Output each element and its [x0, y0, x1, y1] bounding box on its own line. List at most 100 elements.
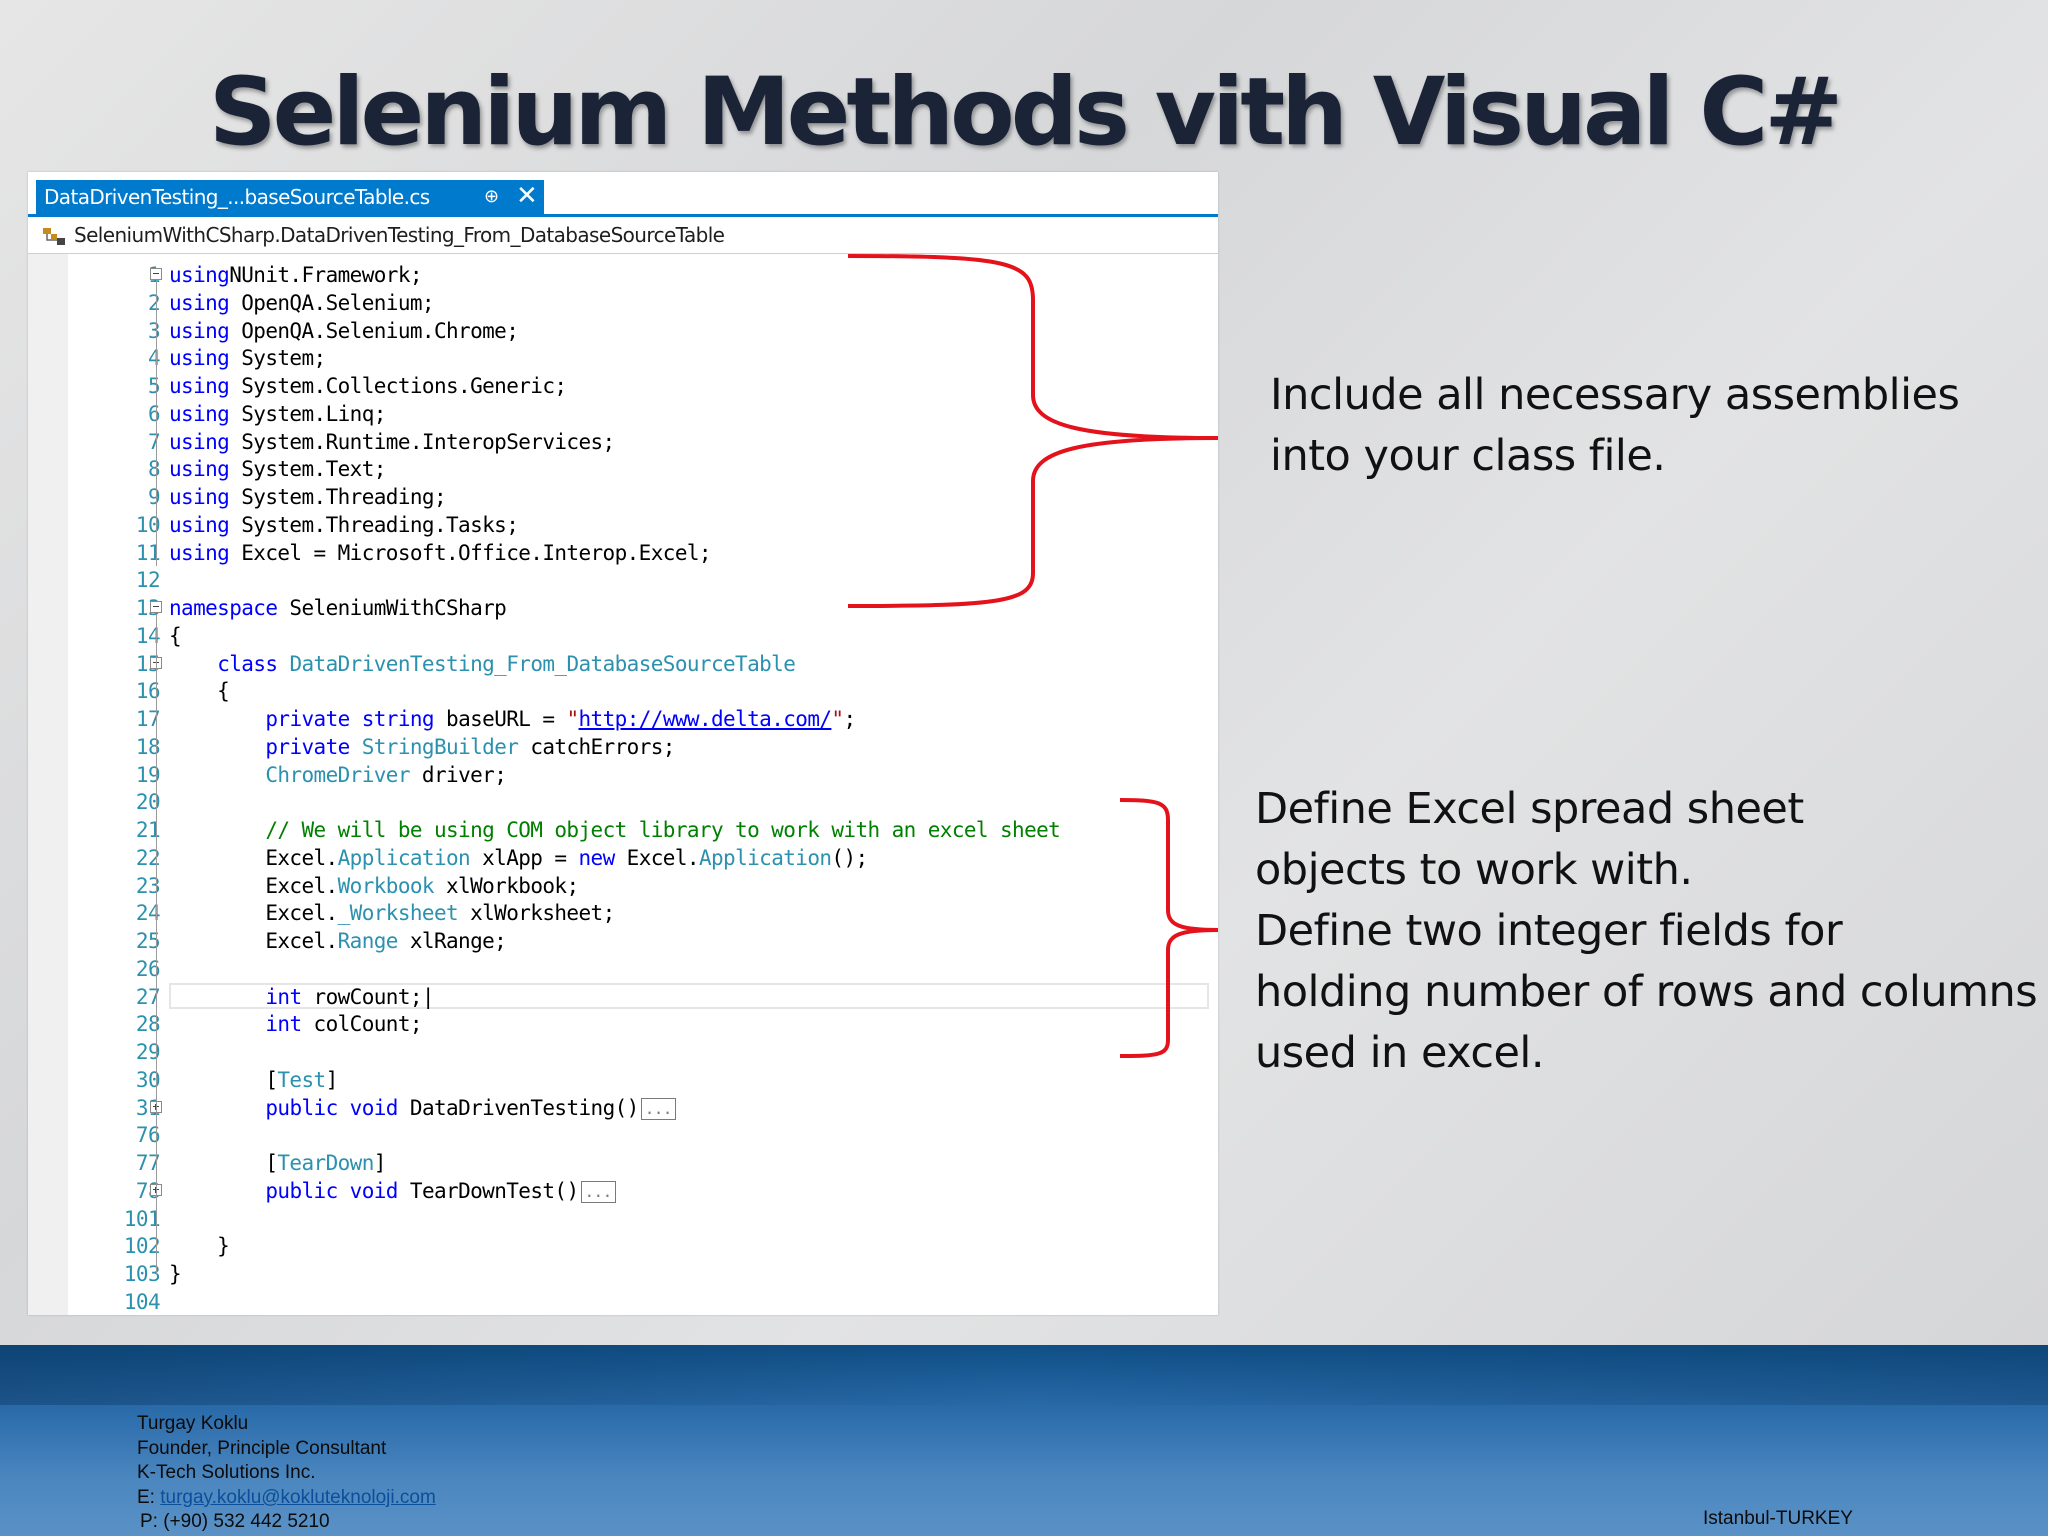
collapsed-region-button[interactable]: ...: [640, 1097, 676, 1120]
code-line[interactable]: 101: [28, 1205, 1218, 1233]
line-number: 12: [135, 568, 161, 593]
code-line[interactable]: 102 }: [28, 1232, 1218, 1260]
code-text: using System.Text;: [169, 455, 386, 483]
pin-icon[interactable]: ⊕: [484, 186, 499, 207]
code-line[interactable]: 30 [Test]: [28, 1066, 1218, 1094]
code-line[interactable]: 22 Excel.Application xlApp = new Excel.A…: [28, 844, 1218, 872]
code-line[interactable]: 27 int rowCount;|: [28, 982, 1218, 1011]
nav-class-label: SeleniumWithCSharp.DataDrivenTesting_Fro…: [74, 223, 725, 247]
close-icon[interactable]: ✕: [516, 181, 538, 211]
code-token: NUnit.Framework;: [229, 263, 422, 287]
code-line[interactable]: 76: [28, 1121, 1218, 1149]
line-number: 23: [135, 873, 161, 898]
code-editor[interactable]: DataDrivenTesting_...baseSourceTable.cs …: [28, 172, 1218, 1315]
collapse-icon[interactable]: [150, 601, 162, 613]
code-text: int rowCount;|: [169, 983, 434, 1011]
code-token: TearDown: [277, 1151, 374, 1175]
line-number: 10: [135, 512, 161, 537]
code-token: Excel.: [169, 929, 338, 953]
code-line[interactable]: 1usingNUnit.Framework;: [28, 261, 1218, 289]
line-number: 2: [147, 290, 161, 315]
code-text: usingNUnit.Framework;: [169, 261, 423, 289]
code-line[interactable]: 77 [TearDown]: [28, 1149, 1218, 1177]
code-token: [169, 707, 265, 731]
code-token: private: [265, 707, 350, 731]
code-token: System.Collections.Generic;: [229, 374, 567, 398]
email-link[interactable]: turgay.koklu@kokluteknoloji.com: [160, 1487, 436, 1508]
code-token: int: [265, 984, 302, 1009]
code-token: ]: [325, 1067, 339, 1092]
code-line[interactable]: 18 private StringBuilder catchErrors;: [28, 733, 1218, 761]
line-number: 20: [135, 790, 161, 815]
code-line[interactable]: 78 public void TearDownTest()...: [28, 1177, 1218, 1205]
code-token: using: [169, 485, 230, 509]
fold-guide: [156, 669, 157, 1219]
code-token: using: [169, 429, 230, 454]
line-number: 103: [123, 1262, 161, 1286]
line-number: 30: [135, 1067, 161, 1092]
code-text: [TearDown]: [169, 1149, 386, 1177]
code-line[interactable]: 28 int colCount;: [28, 1010, 1218, 1038]
code-token: new: [578, 845, 615, 870]
code-token: using: [169, 401, 230, 426]
code-token: System.Linq;: [229, 401, 386, 426]
code-token: [350, 735, 362, 759]
code-text: using System.Collections.Generic;: [169, 372, 567, 400]
code-line[interactable]: 104: [28, 1288, 1218, 1316]
navigation-bar[interactable]: SeleniumWithCSharp.DataDrivenTesting_Fro…: [28, 217, 1218, 254]
code-token: int: [265, 1012, 302, 1037]
code-line[interactable]: 29: [28, 1038, 1218, 1066]
code-line[interactable]: 25 Excel.Range xlRange;: [28, 927, 1218, 955]
code-line[interactable]: 21 // We will be using COM object librar…: [28, 816, 1218, 844]
code-text: using System;: [169, 344, 326, 372]
tab-file[interactable]: DataDrivenTesting_...baseSourceTable.cs …: [36, 180, 544, 214]
url-link[interactable]: http://www.delta.com/: [578, 707, 833, 731]
code-line[interactable]: 17 private string baseURL = "http://www.…: [28, 705, 1218, 733]
code-text: class DataDrivenTesting_From_DatabaseSou…: [169, 650, 796, 678]
code-token: Test: [277, 1067, 326, 1092]
code-line[interactable]: 15 class DataDrivenTesting_From_Database…: [28, 650, 1218, 678]
line-number: 21: [135, 818, 161, 842]
code-token: ChromeDriver: [265, 762, 410, 787]
code-token: Excel.: [169, 845, 338, 870]
code-line[interactable]: 23 Excel.Workbook xlWorkbook;: [28, 872, 1218, 900]
location-label: Istanbul-TURKEY: [1703, 1508, 1853, 1529]
code-line[interactable]: 26: [28, 955, 1218, 983]
author-name: Turgay Koklu: [137, 1413, 249, 1434]
code-line[interactable]: 12: [28, 566, 1218, 594]
code-line[interactable]: 16 {: [28, 677, 1218, 705]
code-token: using: [169, 374, 230, 398]
code-token: private: [265, 734, 350, 759]
code-line[interactable]: 14{: [28, 622, 1218, 650]
code-token: System;: [229, 346, 326, 371]
code-token: [338, 1179, 350, 1203]
code-line[interactable]: 20: [28, 788, 1218, 816]
collapsed-region-button[interactable]: ...: [580, 1180, 616, 1203]
code-token: using: [169, 263, 230, 287]
code-token: ();: [831, 845, 868, 870]
code-line[interactable]: 103}: [28, 1260, 1218, 1288]
code-line[interactable]: 24 Excel._Worksheet xlWorksheet;: [28, 899, 1218, 927]
code-line[interactable]: 19 ChromeDriver driver;: [28, 761, 1218, 789]
annotation-line: Define two integer fields for: [1255, 906, 1843, 956]
code-line[interactable]: 31 public void DataDrivenTesting()...: [28, 1094, 1218, 1122]
code-token: [169, 818, 265, 842]
line-number: 18: [135, 734, 161, 759]
line-number: 22: [135, 845, 161, 870]
line-number: 26: [135, 956, 161, 981]
code-token: Excel = Microsoft.Office.Interop.Excel;: [229, 540, 711, 565]
collapse-icon[interactable]: [150, 268, 162, 280]
line-number: 28: [135, 1012, 161, 1037]
code-token: // We will be using COM object library t…: [265, 818, 1061, 842]
